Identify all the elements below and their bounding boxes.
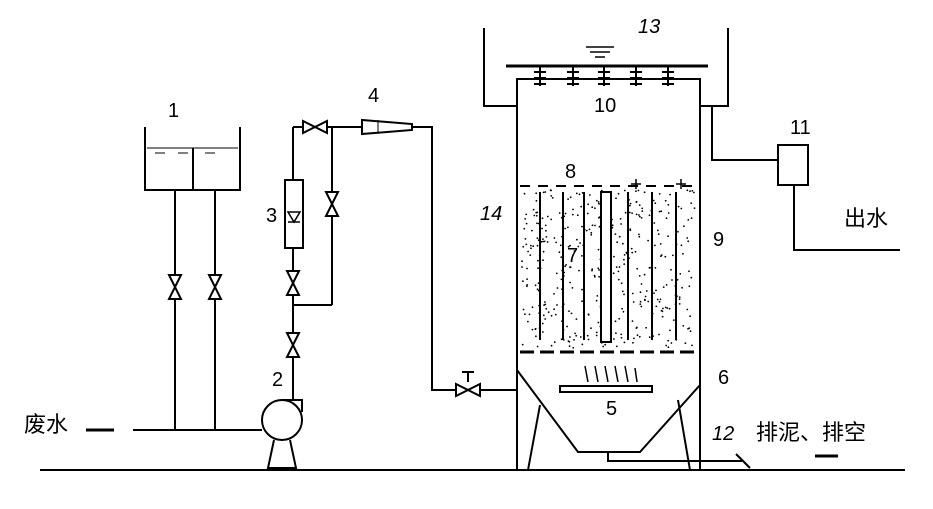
- label-4: 4: [368, 85, 379, 107]
- drain-label: 排泥、排空: [756, 421, 866, 446]
- valve-icon: [285, 270, 301, 296]
- label-7: 7: [567, 245, 578, 267]
- label-5: 5: [606, 398, 617, 420]
- outlet-pipe: [711, 106, 778, 161]
- ejector-icon: [361, 118, 413, 136]
- label-2: 2: [272, 369, 283, 391]
- leg-right: [677, 399, 691, 471]
- valve-icon: [207, 274, 223, 300]
- outlet-drop-pipe: [793, 185, 900, 251]
- valve-icon: [285, 332, 301, 358]
- dosing-tank: [144, 127, 241, 191]
- label-9: 9: [713, 229, 724, 251]
- collector-nozzles: [534, 66, 674, 86]
- pump-icon: [261, 399, 303, 469]
- label-12: 12: [712, 423, 734, 445]
- label-11: 11: [790, 117, 811, 139]
- inlet-label: 废水: [24, 413, 68, 438]
- label-13: 13: [638, 16, 660, 38]
- valve-icon: [324, 191, 340, 217]
- drain-pipe: [607, 452, 742, 462]
- flowmeter-icon: [284, 179, 304, 249]
- valve-icon: [455, 371, 481, 398]
- outlet-label: 出水: [844, 207, 888, 232]
- outlet-tank: [777, 144, 809, 186]
- label-3: 3: [266, 205, 277, 227]
- feed-pipe: [412, 126, 518, 391]
- water-level-icon: [586, 46, 614, 58]
- valve-icon: [302, 119, 328, 135]
- polarity-marks: [631, 179, 686, 189]
- aeration-diffuser: [559, 365, 653, 393]
- electrode-plates: [539, 191, 677, 343]
- label-14: 14: [480, 203, 502, 225]
- drain-valve-icon: [735, 453, 751, 469]
- label-10: 10: [594, 95, 616, 117]
- label-6: 6: [718, 367, 729, 389]
- label-8: 8: [565, 161, 576, 183]
- leg-left: [527, 404, 541, 471]
- label-1: 1: [168, 100, 179, 122]
- valve-icon: [167, 274, 183, 300]
